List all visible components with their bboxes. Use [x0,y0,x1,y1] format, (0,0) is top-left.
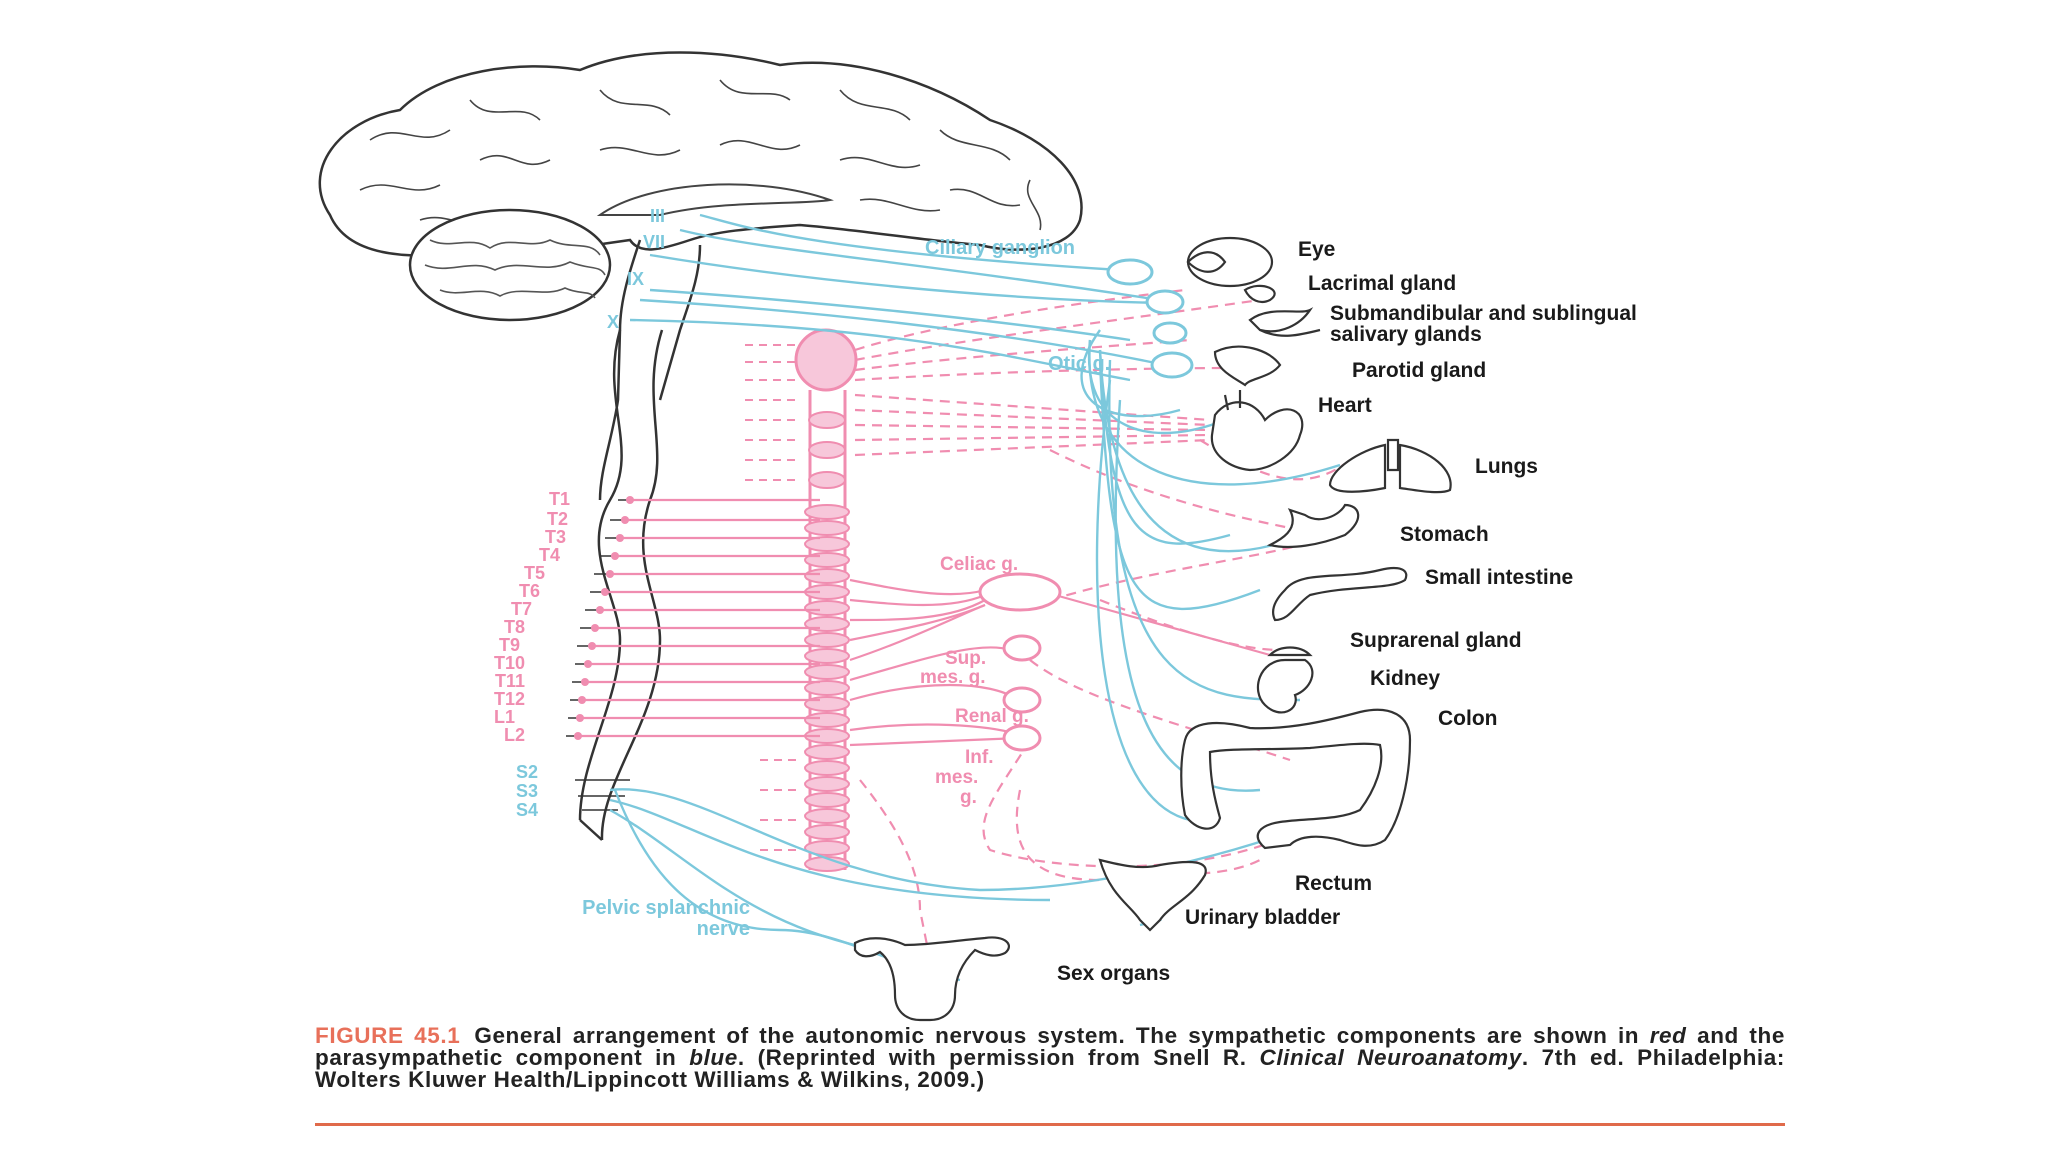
stomach-label: Stomach [1400,523,1489,546]
celiac-ganglion [978,572,1062,612]
corpus-callosum [596,183,834,216]
brainstem [598,239,702,501]
submandibular-ganglion-node [1152,321,1188,345]
cranial-nerve-label: IX [627,269,644,289]
renal-ganglion-label: Renal g. [955,706,1029,727]
sup-mes-ganglion-label: Sup. [945,648,986,669]
segment-label: T12 [494,689,525,709]
pelvic-nerve-label: Pelvic splanchnic [582,897,750,919]
organs [853,236,1452,1022]
caption-text: and the parasympathetic component in [315,1023,1785,1070]
cranial-nerve-label: X [607,312,619,332]
heart-drawing [1210,390,1304,472]
salivary-label: salivary glands [1330,323,1482,346]
lacrimal-drawing [1243,284,1276,304]
cranial-nerve-labels: III VII IX X [607,206,665,332]
sex-organs-drawing [853,936,1010,1022]
eye-drawing [1186,236,1274,288]
superior-mesenteric-ganglion [1002,634,1042,662]
sex-organs-label: Sex organs [1057,962,1170,985]
lungs-label: Lungs [1475,455,1538,478]
bladder-label: Urinary bladder [1185,906,1340,929]
caption-text: . (Reprinted with permission from Snell … [737,1045,1260,1070]
rectum-label: Rectum [1295,872,1372,895]
splanchnic-nerves [849,578,1271,747]
segment-label: T9 [499,635,520,655]
suprarenal-label: Suprarenal gland [1350,629,1522,652]
inferior-mesenteric-ganglion [1002,724,1042,752]
otic-ganglion-label: Otic g. [1048,353,1110,375]
caption-red-word: red [1649,1023,1687,1048]
segment-labels: T1 T2 T3 T4 T5 T6 T7 T8 T9 T10 T11 T12 L… [494,489,570,820]
organ-labels: Eye Lacrimal gland Submandibular and sub… [1057,238,1637,985]
small-intestine-label: Small intestine [1425,566,1573,589]
caption-book-title: Clinical Neuroanatomy [1259,1045,1522,1070]
pelvic-nerve-labels: Pelvic splanchnic nerve [582,897,750,940]
segment-label: L2 [504,725,525,745]
segment-label: T2 [547,509,568,529]
segment-label: T11 [495,671,525,691]
spinal-cord [566,329,665,841]
ciliary-ganglion-node [1106,258,1154,286]
segment-label: T4 [539,545,560,565]
segment-label: T6 [519,581,540,601]
segment-label: S3 [516,781,538,801]
renal-ganglion [1002,686,1042,714]
parotid-label: Parotid gland [1352,359,1486,382]
stomach-drawing [1266,503,1360,549]
sup-mes-ganglion-label: mes. g. [920,667,985,688]
parotid-drawing [1213,345,1282,387]
cerebrum-outline [318,51,1083,257]
pterygopalatine-ganglion-node [1145,289,1185,315]
segment-label: T10 [494,653,525,673]
inf-mes-ganglion-label: Inf. [965,747,994,768]
segment-label: T7 [511,599,532,619]
caption-text: . 7th ed. Philadelphia: Wolters Kluwer H… [315,1045,1785,1092]
ciliary-ganglion-label: Ciliary ganglion [925,237,1075,259]
pelvic-nerve-label: nerve [697,918,750,940]
salivary-label: Submandibular and sublingual [1330,302,1637,325]
figure-caption: FIGURE 45.1 General arrangement of the au… [315,1023,1785,1092]
caption-rule [315,1123,1785,1126]
segment-label: S2 [516,762,538,782]
segment-label: T8 [504,617,525,637]
eye-label: Eye [1298,238,1335,261]
sympathetic-rami [580,498,820,738]
lungs-drawing [1328,438,1452,494]
segment-label: L1 [494,707,515,727]
segment-label: T1 [549,489,570,509]
ganglion-labels: Ciliary ganglion Otic g. Celiac g. Sup. … [920,237,1110,808]
kidney-label: Kidney [1370,667,1440,690]
cranial-nerve-label: III [650,206,665,226]
kidney-drawing [1256,658,1314,714]
lacrimal-label: Lacrimal gland [1308,272,1456,295]
sympathetic-chain [794,328,858,872]
colon-label: Colon [1438,707,1497,730]
figure-number: FIGURE 45.1 [315,1023,461,1048]
celiac-ganglion-label: Celiac g. [940,554,1018,575]
cerebellum [408,208,612,322]
otic-ganglion-node [1150,351,1194,379]
colon-drawing [1180,708,1412,850]
small-intestine-drawing [1271,566,1408,622]
cranial-nerve-label: VII [643,232,665,252]
inf-mes-ganglion-label: g. [960,787,977,808]
bladder-drawing [1098,858,1207,932]
heart-label: Heart [1318,394,1372,417]
segment-label: S4 [516,800,538,820]
salivary-drawing [1248,307,1321,337]
segment-label: T5 [524,563,545,583]
caption-text: General arrangement of the autonomic ner… [474,1023,1650,1048]
caption-blue-word: blue [689,1045,738,1070]
superior-cervical-ganglion [794,328,858,392]
suprarenal-drawing [1267,646,1313,657]
brain-illustration [318,51,1083,501]
inf-mes-ganglion-label: mes. [935,767,978,788]
segment-label: T3 [545,527,566,547]
